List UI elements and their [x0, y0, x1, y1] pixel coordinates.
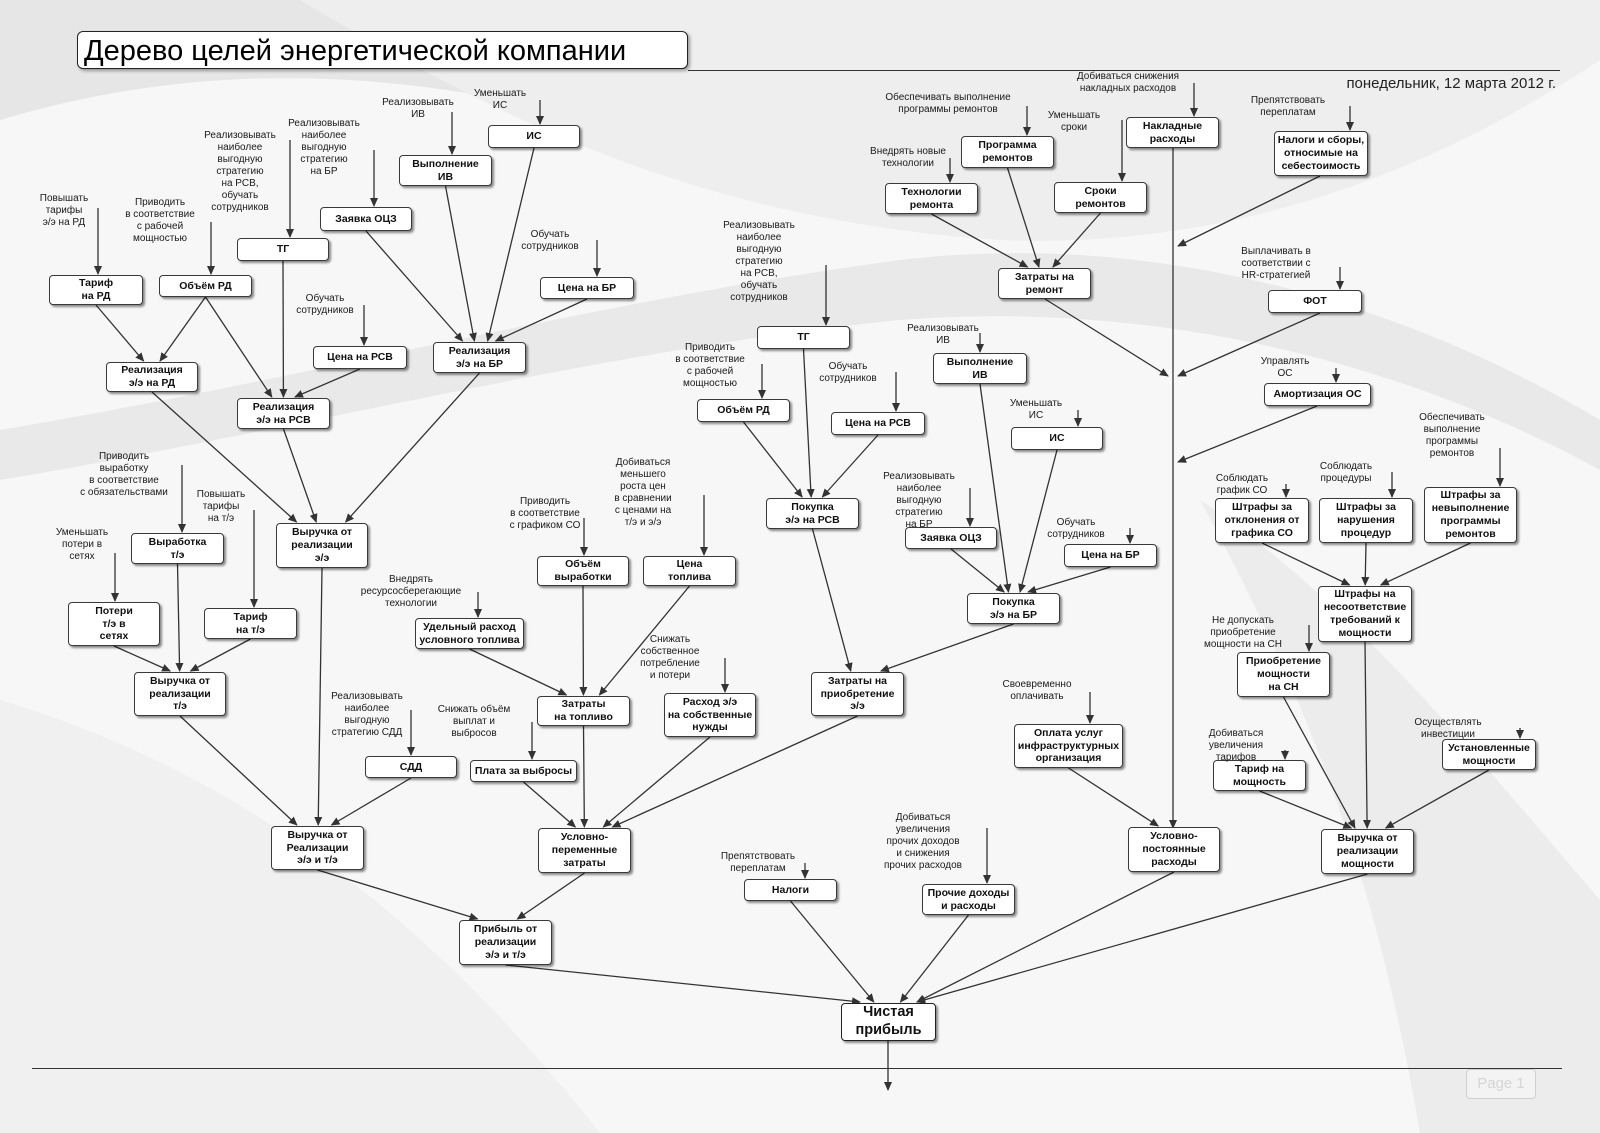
goal-label-cena-rsv-m: Обучать сотрудников: [819, 361, 877, 384]
node-tg-m[interactable]: ТГ: [757, 326, 850, 349]
goal-label-tarif-rd: Повышать тарифы э/э на РД: [39, 193, 89, 228]
node-pokupka-br[interactable]: Покупка э/э на БР: [967, 593, 1060, 624]
node-is-m[interactable]: ИС: [1011, 427, 1103, 450]
node-vyruchka-moshnosti[interactable]: Выручка от реализации мощности: [1321, 829, 1414, 874]
goal-label-rashod-sn: Снижать собственное потребление и потери: [640, 634, 700, 681]
goal-label-is-l: Уменьшать ИС: [473, 88, 527, 111]
goal-label-nakladnye: Добиваться снижения накладных расходов: [1076, 71, 1180, 94]
node-shtrafy-nesoot[interactable]: Штрафы на несоответствие требований к мо…: [1318, 586, 1412, 642]
node-is-l[interactable]: ИС: [488, 125, 580, 148]
node-uslovno-perem[interactable]: Условно- переменные затраты: [538, 828, 631, 873]
goal-label-cena-topl: Добиваться меньшего роста цен в сравнени…: [614, 457, 672, 528]
goal-label-iv-l: Реализовывать ИВ: [382, 97, 454, 120]
node-pribyl-ee-te[interactable]: Прибыль от реализации э/э и т/э: [459, 920, 552, 965]
node-cena-rsv-m[interactable]: Цена на РСВ: [831, 412, 925, 435]
node-cena-br-l[interactable]: Цена на БР: [540, 277, 634, 299]
node-tehnologii[interactable]: Технологии ремонта: [885, 183, 978, 214]
goal-label-sroki: Уменьшать сроки: [1047, 110, 1101, 133]
node-obem-vyrabotki[interactable]: Объём выработки: [537, 556, 629, 586]
goal-label-shtr-prog: Обеспечивать выполнение программы ремонт…: [1419, 412, 1485, 459]
node-vypolnenie-iv-m[interactable]: Выполнение ИВ: [933, 353, 1027, 384]
node-zatraty-pokupka[interactable]: Затраты на приобретение э/э: [811, 672, 904, 716]
node-cena-topliva[interactable]: Цена топлива: [643, 556, 736, 586]
goal-label-vybrosy: Снижать объём выплат и выбросов: [437, 704, 511, 739]
goal-label-udelny: Внедрять ресурсосберегающие технологии: [360, 574, 462, 609]
goal-label-cena-rsv-l: Обучать сотрудников: [296, 293, 354, 316]
node-zatraty-remont[interactable]: Затраты на ремонт: [998, 268, 1091, 299]
goal-label-iv-m: Реализовывать ИВ: [907, 323, 979, 346]
goal-label-tehnologii: Внедрять новые технологии: [870, 146, 946, 169]
goal-label-fot: Выплачивать в соответствии с HR-стратеги…: [1241, 246, 1311, 281]
goal-label-is-m: Уменьшать ИС: [1009, 398, 1063, 421]
node-vyruchka-ee-te[interactable]: Выручка от Реализации э/э и т/э: [271, 826, 364, 870]
goal-label-poteri: Уменьшать потери в сетях: [55, 527, 109, 562]
node-sroki[interactable]: Сроки ремонтов: [1054, 182, 1147, 213]
goal-label-zayavka-l: Реализовывать наиболее выгодную стратеги…: [288, 118, 360, 177]
node-udelny-rashod[interactable]: Удельный расход условного топлива: [415, 618, 524, 649]
node-tg-l[interactable]: ТГ: [237, 238, 329, 261]
node-shtrafy-procedur[interactable]: Штрафы за нарушения процедур: [1319, 498, 1413, 543]
node-vyrabotka-te[interactable]: Выработка т/э: [131, 533, 224, 564]
node-nakladnye[interactable]: Накладные расходы: [1126, 117, 1219, 148]
date-label: понедельник, 12 марта 2012 г.: [1346, 75, 1556, 92]
goal-label-shtr-so: Соблюдать график СО: [1215, 473, 1269, 496]
node-real-rd[interactable]: Реализация э/э на РД: [106, 362, 198, 392]
node-tarif-rd[interactable]: Тариф на РД: [49, 275, 143, 305]
goal-label-programma: Обеспечивать выполнение программы ремонт…: [885, 92, 1011, 115]
goal-label-obem-rd-m: Приводить в соответствие с рабочей мощно…: [675, 342, 745, 389]
goal-label-ustanov: Осуществлять инвестиции: [1414, 717, 1482, 740]
goal-label-zayavka-m: Реализовывать наиболее выгодную стратеги…: [883, 471, 955, 530]
goal-label-nalogi: Препятствовать переплатам: [720, 851, 796, 874]
goal-label-obem-rd-l: Приводить в соответствие с рабочей мощно…: [125, 197, 195, 244]
node-shtrafy-prog[interactable]: Штрафы за невыполнение программы ремонто…: [1424, 487, 1517, 543]
goal-label-sdd: Реализовывать наиболее выгодную стратеги…: [331, 691, 403, 738]
node-uslovno-post[interactable]: Условно- постоянные расходы: [1128, 827, 1220, 872]
node-zatraty-toplivo[interactable]: Затраты на топливо: [537, 696, 630, 726]
node-zayavka-ocz-l[interactable]: Заявка ОЦЗ: [320, 207, 412, 231]
goal-label-obem-vyr: Приводить в соответствие с графиком СО: [509, 496, 581, 531]
node-programma[interactable]: Программа ремонтов: [961, 136, 1054, 168]
node-shtrafy-so[interactable]: Штрафы за отклонения от графика СО: [1215, 498, 1309, 543]
node-vyruchka-ee[interactable]: Выручка от реализации э/э: [276, 523, 368, 568]
goal-label-tarif-te: Повышать тарифы на т/э: [196, 489, 246, 524]
node-zayavka-ocz-m[interactable]: Заявка ОЦЗ: [905, 527, 997, 549]
node-chistaya-pribyl[interactable]: Чистая прибыль: [841, 1003, 936, 1041]
node-plata-vybrosy[interactable]: Плата за выбросы: [470, 760, 577, 782]
goal-label-tg-m: Реализовывать наиболее выгодную стратеги…: [723, 220, 795, 303]
page-number-badge: Page 1: [1466, 1069, 1536, 1099]
node-pokupka-rsv[interactable]: Покупка э/э на РСВ: [766, 498, 859, 529]
goal-label-prochie: Добиваться увеличения прочих доходов и с…: [884, 812, 962, 871]
goal-label-vyrabotka: Приводить выработку в соответствие с обя…: [80, 451, 168, 498]
goal-label-tarif-m: Добиваться увеличения тарифов: [1208, 728, 1264, 763]
header-rule: [688, 70, 1560, 71]
node-obem-rd-l[interactable]: Объём РД: [159, 275, 252, 297]
node-fot[interactable]: ФОТ: [1268, 290, 1362, 313]
footer-rule: [32, 1068, 1562, 1069]
node-cena-br-m[interactable]: Цена на БР: [1064, 544, 1157, 567]
goal-label-priobr: Не допускать приобретение мощности на СН: [1204, 615, 1282, 650]
node-nalogi-sbory[interactable]: Налоги и сборы, относимые на себестоимос…: [1274, 131, 1368, 176]
goal-label-oplata: Своевременно оплачивать: [1002, 679, 1072, 702]
goal-label-amort: Управлять ОС: [1260, 356, 1310, 379]
node-nalogi[interactable]: Налоги: [744, 879, 837, 901]
goal-label-cena-br-l: Обучать сотрудников: [521, 229, 579, 252]
goal-label-shtr-proc: Соблюдать процедуры: [1319, 461, 1373, 484]
page-title: Дерево целей энергетической компании: [77, 31, 688, 69]
node-obem-rd-m[interactable]: Объём РД: [697, 399, 790, 422]
node-amortizaciya[interactable]: Амортизация ОС: [1264, 383, 1371, 406]
goal-label-tg-l: Реализовывать наиболее выгодную стратеги…: [204, 130, 276, 213]
node-vypolnenie-iv-l[interactable]: Выполнение ИВ: [399, 155, 492, 186]
node-oplata-uslug[interactable]: Оплата услуг инфраструктурных организаци…: [1014, 724, 1123, 768]
node-vyruchka-te[interactable]: Выручка от реализации т/э: [134, 672, 226, 716]
goal-label-nalogi-sbory: Препятствовать переплатам: [1250, 95, 1326, 118]
goal-label-cena-br-m: Обучать сотрудников: [1047, 517, 1105, 540]
node-real-br[interactable]: Реализация э/э на БР: [433, 342, 526, 373]
node-priobr-moshnosti[interactable]: Приобретение мощности на СН: [1237, 652, 1330, 697]
